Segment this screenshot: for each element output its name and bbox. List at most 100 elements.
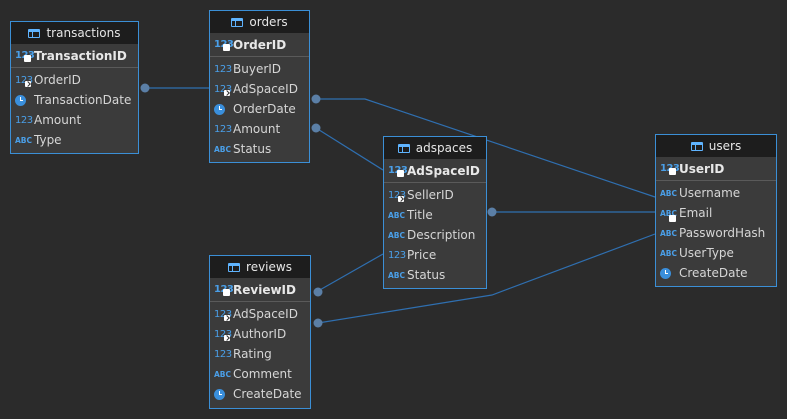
field-row[interactable]: CreateDate	[656, 263, 776, 283]
entity-transactions[interactable]: transactions 123 TransactionID 123OrderI…	[10, 21, 139, 154]
field-name: Amount	[34, 113, 82, 127]
field-name: Comment	[233, 367, 292, 381]
text-icon: ABC	[660, 248, 678, 258]
field-name: Amount	[233, 122, 281, 136]
field-name: CreateDate	[233, 387, 302, 401]
text-icon: ABC	[214, 369, 232, 379]
entity-title: orders	[249, 15, 288, 29]
field-name: AdSpaceID	[407, 163, 480, 178]
entity-title: users	[708, 139, 742, 153]
connector-dot	[311, 94, 321, 104]
field-name: Status	[233, 142, 272, 156]
connector-dot	[487, 207, 497, 217]
field-name: Status	[407, 268, 446, 282]
field-row[interactable]: CreateDate	[210, 384, 310, 404]
table-icon	[690, 141, 703, 151]
pk-row[interactable]: 123 OrderID	[210, 33, 309, 57]
field-name: CreateDate	[679, 266, 748, 280]
entity-header: orders	[210, 11, 309, 33]
pk-row[interactable]: 123 ReviewID	[210, 278, 310, 302]
text-icon: ABC	[15, 135, 33, 145]
number-icon: 123	[214, 123, 232, 135]
field-name: ReviewID	[233, 282, 296, 297]
clock-icon	[660, 267, 679, 279]
number-key-icon: 123	[15, 50, 35, 62]
field-name: OrderID	[233, 37, 287, 52]
entity-title: transactions	[46, 26, 121, 40]
field-name: AdSpaceID	[233, 307, 298, 321]
number-key-icon: 123	[214, 39, 234, 51]
field-name: SellerID	[407, 188, 454, 202]
field-name: Title	[407, 208, 433, 222]
text-icon: ABC	[660, 188, 678, 198]
pk-row[interactable]: 123 AdSpaceID	[384, 159, 486, 183]
text-icon: ABC	[660, 228, 678, 238]
number-fk-icon: 123	[214, 83, 232, 96]
entity-header: transactions	[11, 22, 138, 44]
number-icon: 123	[214, 348, 232, 360]
link-orders-adspaces	[315, 127, 384, 171]
number-icon: 123	[15, 114, 33, 126]
field-name: UserID	[679, 161, 725, 176]
number-icon: 123	[214, 63, 232, 75]
field-name: Username	[679, 186, 741, 200]
field-name: Rating	[233, 347, 272, 361]
text-key-icon: ABC	[660, 209, 679, 222]
entity-header: adspaces	[384, 137, 486, 159]
entity-header: users	[656, 135, 776, 157]
field-name: OrderDate	[233, 102, 296, 116]
number-key-icon: 123	[660, 163, 680, 175]
connector-dot	[140, 83, 150, 93]
pk-row[interactable]: 123 TransactionID	[11, 44, 138, 68]
link-reviews-adspaces	[317, 253, 384, 292]
field-name: TransactionDate	[34, 93, 132, 107]
entity-header: reviews	[210, 256, 310, 278]
number-fk-icon: 123	[214, 328, 232, 341]
field-name: PasswordHash	[679, 226, 766, 240]
field-name: UserType	[679, 246, 734, 260]
field-name: Price	[407, 248, 437, 262]
table-icon	[231, 17, 244, 27]
pk-row[interactable]: 123 UserID	[656, 157, 776, 181]
clock-icon	[214, 103, 233, 115]
number-fk-icon: 123	[214, 308, 232, 321]
entity-title: adspaces	[415, 141, 473, 155]
table-icon	[228, 262, 241, 272]
connector-dot	[311, 123, 321, 133]
field-name: AdSpaceID	[233, 82, 298, 96]
field-name: BuyerID	[233, 62, 282, 76]
field-name: AuthorID	[233, 327, 287, 341]
field-row[interactable]: TransactionDate	[11, 90, 138, 110]
text-icon: ABC	[388, 210, 406, 220]
number-key-icon: 123	[214, 284, 234, 296]
entity-title: reviews	[246, 260, 292, 274]
number-key-icon: 123	[388, 165, 408, 177]
field-row[interactable]: OrderDate	[210, 99, 309, 119]
clock-icon	[15, 94, 34, 106]
number-icon: 123	[388, 249, 406, 261]
